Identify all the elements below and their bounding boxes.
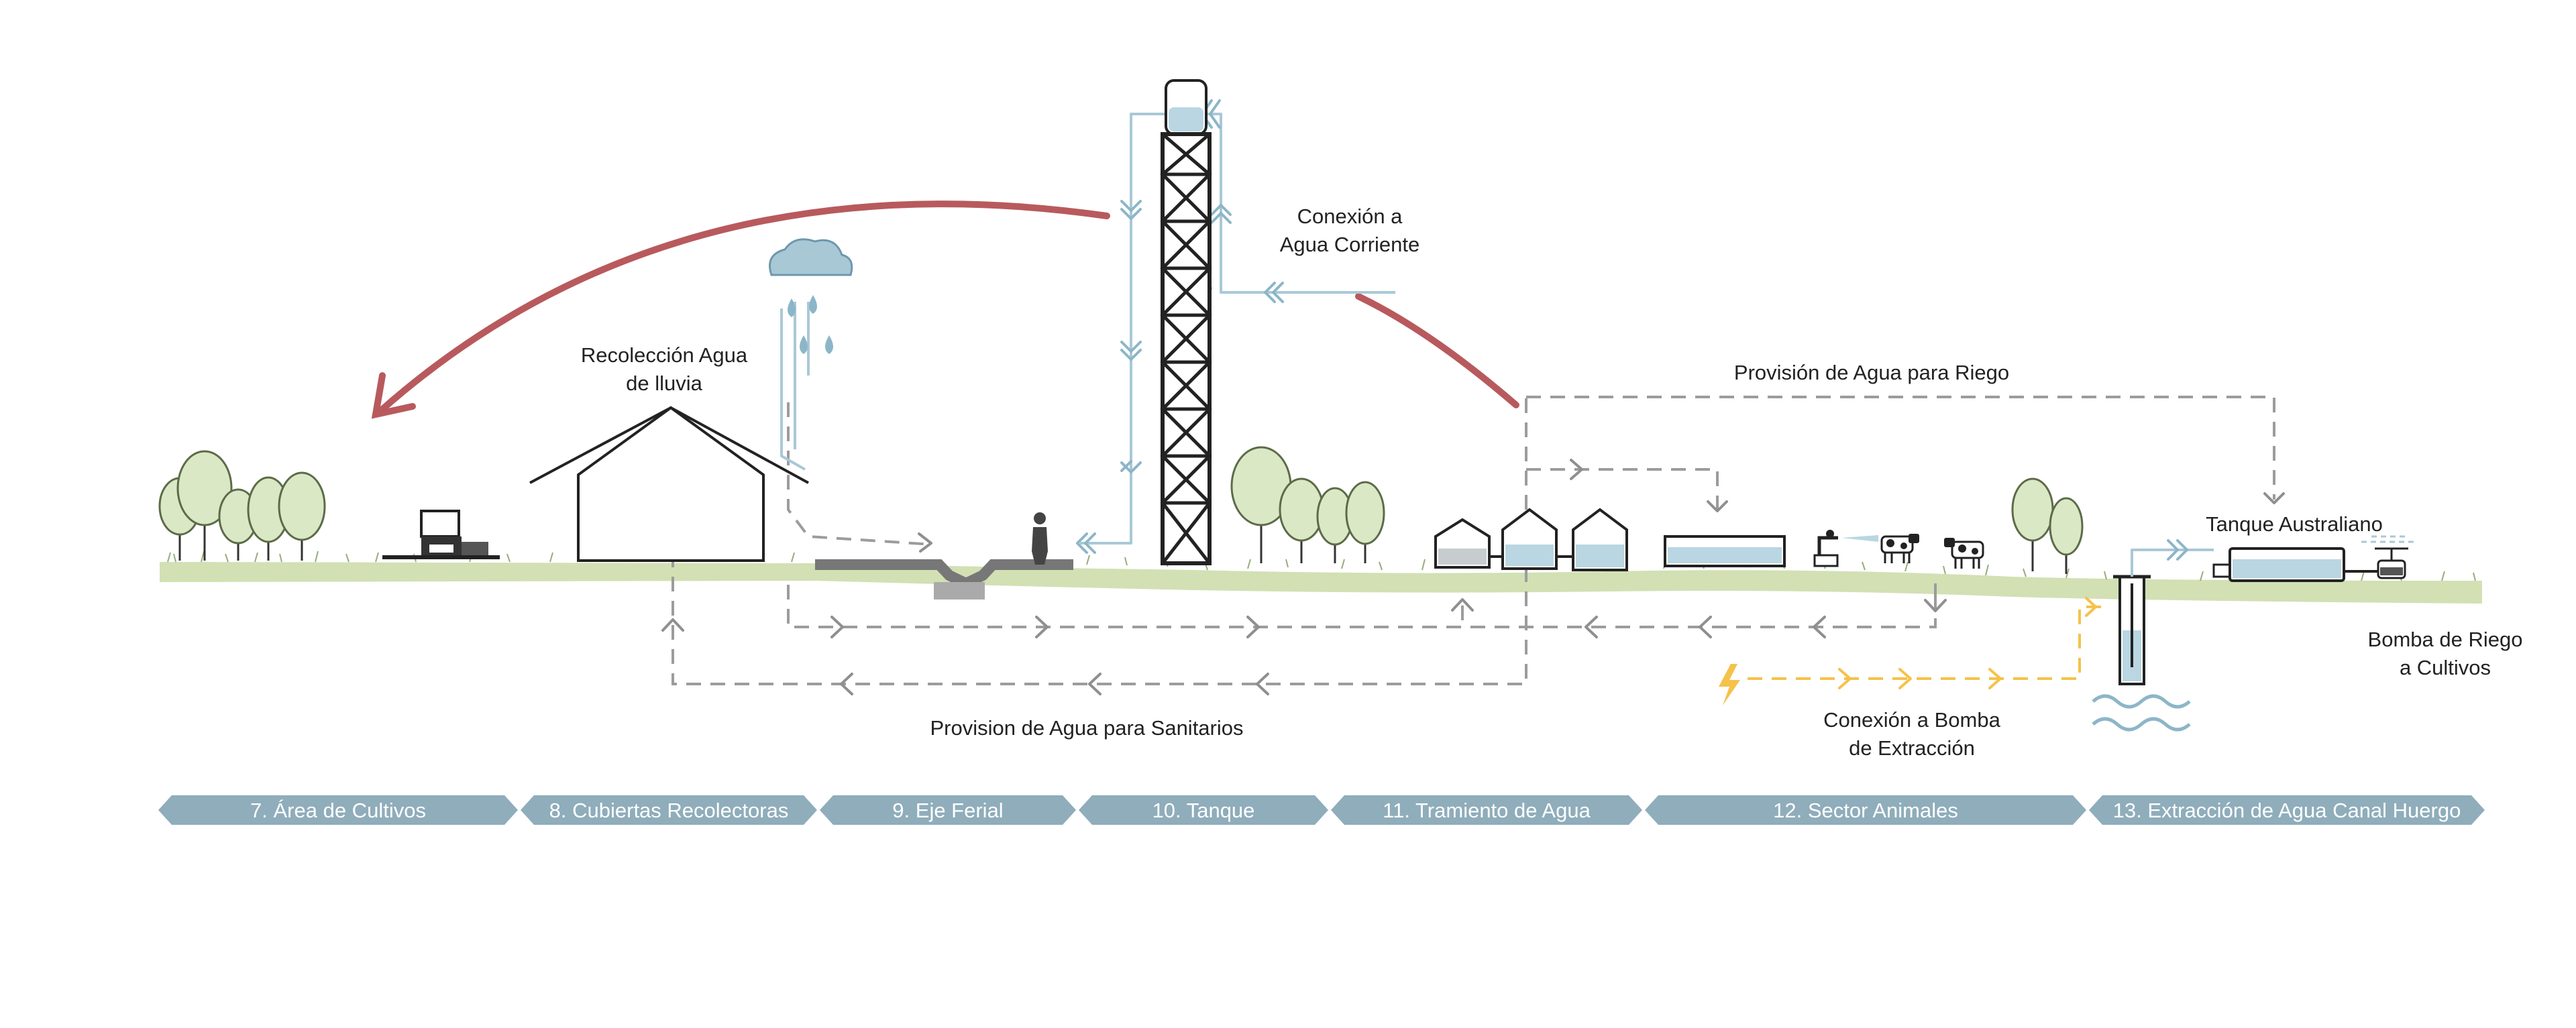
tree-icon [2011, 477, 2054, 571]
svg-text:Agua Corriente: Agua Corriente [1280, 233, 1420, 256]
water-waves-icon [2092, 694, 2191, 732]
machinery-icon [382, 510, 500, 559]
faucet-icon [1813, 530, 1878, 567]
section-tag: 7. Área de Cultivos [158, 795, 518, 825]
svg-text:8. Cubiertas Recolectoras: 8. Cubiertas Recolectoras [549, 799, 789, 822]
tree-group-right [2011, 477, 2084, 574]
tree-icon [176, 450, 233, 561]
extraction-pump-label: Conexión a Bomba de Extracción [1823, 708, 2000, 760]
section-tag: 9. Eje Ferial [820, 795, 1076, 825]
svg-text:12. Sector Animales: 12. Sector Animales [1773, 799, 1958, 822]
person-icon [1032, 512, 1048, 565]
section-tag: 12. Sector Animales [1645, 795, 2086, 825]
svg-text:de lluvia: de lluvia [626, 372, 702, 395]
svg-text:Recolección Agua: Recolección Agua [581, 343, 748, 367]
tree-icon [278, 471, 326, 561]
svg-text:11. Tramiento de Agua: 11. Tramiento de Agua [1383, 799, 1591, 822]
sanitary-flow-arrows [661, 459, 2285, 695]
svg-text:Conexión a: Conexión a [1297, 205, 1403, 228]
svg-text:Conexión a Bomba: Conexión a Bomba [1823, 708, 2000, 732]
cow-icon [1880, 534, 1919, 563]
tree-icon [2049, 497, 2084, 574]
treatment-tank-icon [1434, 508, 1628, 571]
cow-icon [1944, 538, 1984, 569]
tree-icon [1230, 446, 1292, 563]
svg-text:a Cultivos: a Cultivos [2400, 656, 2491, 679]
water-tower-icon [1160, 79, 1212, 565]
sanitary-flow-lines [672, 396, 2275, 685]
tree-icon [1279, 477, 1324, 563]
tree-icon [1345, 481, 1385, 563]
section-tag: 8. Cubiertas Recolectoras [521, 795, 817, 825]
storage-tank [1664, 535, 1786, 567]
house-icon [529, 406, 809, 562]
raindrop-icon [788, 295, 833, 354]
svg-text:de Extracción: de Extracción [1849, 736, 1975, 760]
section-tag: 10. Tanque [1079, 795, 1328, 825]
section-tag: 13. Extracción de Agua Canal Huergo [2089, 795, 2485, 825]
australian-tank [2212, 547, 2378, 582]
svg-text:9. Eje Ferial: 9. Eje Ferial [892, 799, 1003, 822]
australian-tank-label: Tanque Australiano [2206, 512, 2383, 536]
tree-group-left [158, 450, 326, 561]
irrigation-supply-label: Provisión de Agua para Riego [1734, 361, 2009, 384]
tree-icon [218, 488, 258, 561]
svg-text:13. Extracción de Agua Canal H: 13. Extracción de Agua Canal Huergo [2113, 799, 2461, 822]
sanitary-supply-label: Provision de Agua para Sanitarios [930, 716, 1243, 740]
tree-group-middle [1230, 446, 1385, 563]
section-band: 7. Área de Cultivos 8. Cubiertas Recolec… [158, 795, 2485, 825]
return-arrow [371, 201, 1519, 419]
section-tag: 11. Tramiento de Agua [1331, 795, 1642, 825]
sprinkler-icon [2361, 535, 2415, 579]
water-supply-lines [780, 113, 1395, 545]
svg-text:7. Área de Cultivos: 7. Área de Cultivos [250, 799, 426, 822]
lightning-icon [1719, 664, 1740, 705]
svg-text:Bomba de Riego: Bomba de Riego [2368, 628, 2523, 651]
svg-text:10. Tanque: 10. Tanque [1152, 799, 1255, 822]
rain-collection-label: Recolección Agua de lluvia [581, 343, 748, 395]
cloud-icon [769, 238, 853, 276]
irrigation-pump-label: Bomba de Riego a Cultivos [2368, 628, 2523, 679]
well-icon [2113, 575, 2151, 685]
water-connection-label: Conexión a Agua Corriente [1280, 205, 1420, 256]
energy-line [1719, 597, 2106, 705]
